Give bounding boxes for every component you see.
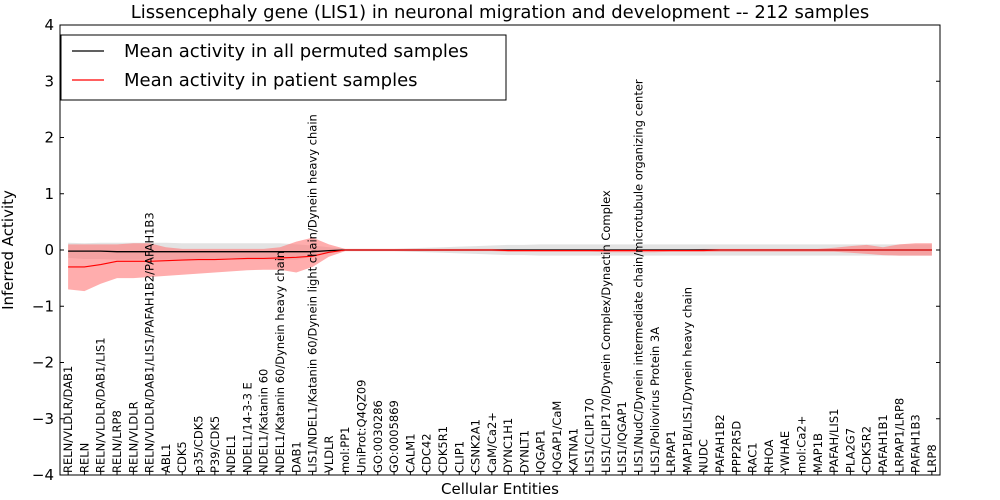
x-tick-label: YWHAE (778, 431, 792, 474)
x-tick-label: LIS1/NudC/Dynein intermediate chain/micr… (632, 79, 646, 473)
y-axis-ticks: −4 −3 −2 −1 0 1 2 3 4 (32, 16, 940, 484)
x-tick-label: MAP1B/LIS1/Dynein heavy chain (680, 287, 694, 473)
x-tick-label: ABL1 (159, 444, 173, 473)
x-tick-label: RELN/VLDLR/DAB1/LIS1 (94, 337, 108, 473)
y-tick-label: −1 (32, 297, 54, 315)
chart-title: Lissencephaly gene (LIS1) in neuronal mi… (131, 2, 870, 23)
y-tick-label: 1 (44, 185, 54, 203)
x-tick-label: LRPAP1/LRP8 (892, 398, 906, 473)
legend-label-patient: Mean activity in patient samples (124, 70, 418, 91)
x-tick-label: PAFAH1B1 (876, 414, 890, 473)
x-tick-label: LRPAP1 (664, 430, 678, 473)
x-tick-label: GO:0030286 (371, 400, 385, 473)
x-tick-label: PPP2R5D (729, 421, 743, 473)
legend: Mean activity in all permuted samples Me… (60, 34, 507, 101)
x-tick-label: PAFAH/LIS1 (827, 409, 841, 473)
legend-box (60, 34, 507, 101)
x-tick-label: LIS1/CLIP170/Dynein Complex/Dynactin Com… (599, 190, 613, 473)
y-tick-label: 4 (44, 16, 54, 34)
x-tick-label: UniProt:Q4QZ09 (354, 380, 368, 473)
x-tick-label: RHOA (762, 440, 776, 473)
x-tick-label: RELN/VLDLR (126, 401, 140, 473)
x-tick-label: CDC42 (420, 433, 434, 473)
x-tick-label: mol:PP1 (338, 427, 352, 474)
y-tick-label: 2 (44, 129, 54, 147)
y-tick-label: −3 (32, 410, 54, 428)
x-tick-label: CDK5R2 (860, 426, 874, 473)
x-tick-label: NDEL1/Katanin 60 (257, 369, 271, 473)
x-tick-label: IQGAP1 (534, 430, 548, 473)
x-tick-label: CLIP1 (452, 441, 466, 473)
x-tick-label: CDK5 (175, 441, 189, 473)
x-tick-label: RAC1 (746, 442, 760, 473)
x-tick-label: DYNLT1 (517, 430, 531, 473)
x-tick-label: NDEL1/Katanin 60/Dynein heavy chain (273, 251, 287, 473)
x-tick-label: LIS1/Poliovirus Protein 3A (648, 327, 662, 473)
x-tick-label: NDEL1 (224, 435, 238, 473)
x-tick-label: p35/CDK5 (192, 415, 206, 473)
x-tick-label: P39/CDK5 (208, 416, 222, 473)
x-tick-label: LIS1/CLIP170 (583, 398, 597, 473)
series-lines (68, 249, 932, 268)
x-tick-label: PLA2G7 (843, 428, 857, 473)
x-tick-label: GO:0005869 (387, 400, 401, 473)
x-tick-label: NUDC (697, 439, 711, 473)
series-band (68, 237, 932, 292)
x-axis-label: Cellular Entities (441, 480, 559, 498)
x-tick-label: RELN (77, 443, 91, 473)
x-tick-label: mol:Ca2+ (794, 416, 808, 473)
y-tick-label: −2 (32, 354, 54, 372)
x-tick-label: LIS1/IQGAP1 (615, 401, 629, 473)
x-tick-label: DAB1 (289, 441, 303, 473)
x-tick-label: NDEL1/14-3-3 E (240, 382, 254, 473)
legend-label-permuted: Mean activity in all permuted samples (124, 41, 468, 62)
x-tick-label: CSNK2A1 (469, 419, 483, 473)
x-tick-label: RELN/LRP8 (110, 410, 124, 473)
x-tick-label: RELN/VLDLR/DAB1/LIS1/PAFAH1B2/PAFAH1B3 (143, 212, 157, 473)
x-tick-label: LIS1/NDEL1/Katanin 60/Dynein light chain… (306, 114, 320, 473)
x-tick-label: IQGAP1/CaM (550, 401, 564, 473)
x-tick-label: VLDLR (322, 435, 336, 473)
confidence-bands (68, 237, 932, 292)
x-tick-label: CALM1 (403, 433, 417, 473)
x-tick-label: CDK5R1 (436, 426, 450, 473)
x-tick-label: CaM/Ca2+ (485, 412, 499, 473)
x-tick-label: MAP1B (811, 433, 825, 473)
x-tick-label: PAFAH1B3 (909, 414, 923, 473)
y-tick-label: 3 (44, 72, 54, 90)
x-tick-label: RELN/VLDLR/DAB1 (61, 366, 75, 473)
x-tick-label: PAFAH1B2 (713, 414, 727, 473)
y-tick-label: −4 (32, 466, 54, 484)
x-tick-label: KATNA1 (566, 428, 580, 473)
x-tick-label: LRP8 (925, 444, 939, 473)
series-line (68, 249, 932, 268)
y-axis-label: Inferred Activity (0, 190, 17, 310)
y-tick-label: 0 (44, 241, 54, 259)
x-tick-label: DYNC1H1 (501, 418, 515, 473)
